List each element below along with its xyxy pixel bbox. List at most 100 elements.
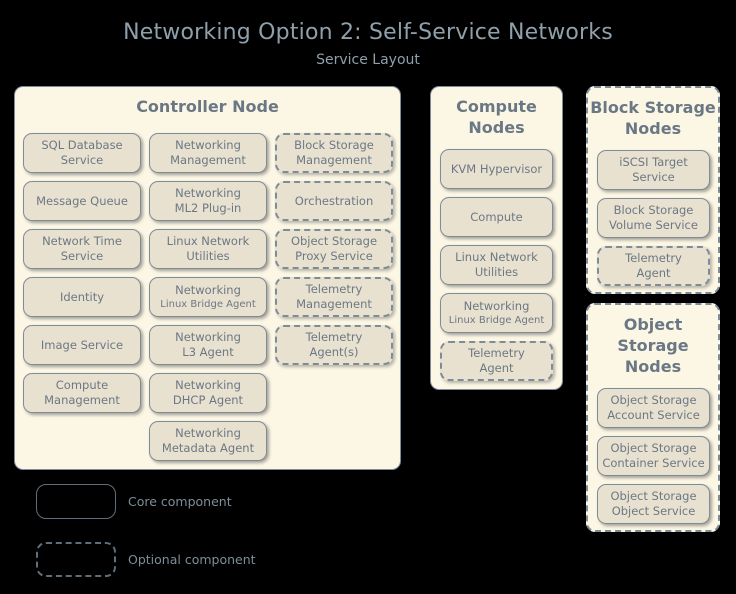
component-label-line1: Object Storage xyxy=(610,441,697,455)
component-label-line2: Linux Bridge Agent xyxy=(448,314,545,326)
component-label-line1: Networking xyxy=(175,282,241,297)
component-label-line2: Agent xyxy=(479,361,514,375)
component-label-line1: Block Storage xyxy=(613,203,694,217)
component-label-line1: Telemetry xyxy=(625,251,682,265)
component-label-line2: Account Service xyxy=(607,408,700,422)
component-label-line2: Proxy Service xyxy=(295,249,373,263)
component-label-line1: Networking xyxy=(175,186,241,200)
panel-object-storage-nodes-title-line2: Storage Nodes xyxy=(617,336,689,376)
component-label-line2: Management xyxy=(170,153,246,167)
component-label-line2: Linux Bridge Agent xyxy=(160,298,256,310)
panel-object-storage-nodes-title-line1: Object xyxy=(623,315,683,334)
legend-label-core: Core component xyxy=(128,494,232,509)
component-label-line1: Orchestration xyxy=(294,193,374,208)
panel-object-storage-nodes-title: Object Storage Nodes xyxy=(588,305,718,382)
component-label-line2: Metadata Agent xyxy=(161,441,255,455)
panel-block-storage-nodes-title-line2: Nodes xyxy=(624,119,682,138)
component-label-line1: Telemetry xyxy=(305,330,363,344)
component-label-line2: Object Service xyxy=(611,504,696,518)
component-label-line1: Identity xyxy=(59,289,105,304)
component-label-line2: Container Service xyxy=(602,456,705,470)
panel-block-storage-nodes-title: Block Storage Nodes xyxy=(588,88,718,144)
component-label-line2: Volume Service xyxy=(609,218,698,232)
component-label-line2: Management xyxy=(296,153,372,167)
component-label-line2: Service xyxy=(632,170,675,184)
component-label-line1: Network Time xyxy=(42,234,122,248)
component-compute[interactable]: Compute xyxy=(440,197,553,237)
legend-swatch-core xyxy=(36,484,116,519)
component-label-line1: Networking xyxy=(175,330,241,344)
component-label-line1: Object Storage xyxy=(610,393,697,407)
component-label-line1: Telemetry xyxy=(305,282,363,296)
component-label-line1: Object Storage xyxy=(610,489,697,503)
component-label-line1: Networking xyxy=(463,298,530,313)
component-orchestration[interactable]: Orchestration xyxy=(275,181,393,221)
panel-compute-nodes-title: Compute Nodes xyxy=(431,87,562,143)
component-label-line1: Message Queue xyxy=(36,193,128,208)
component-label-line1: Block Storage xyxy=(294,138,374,152)
panel-block-storage-nodes-title-line1: Block Storage xyxy=(590,98,716,117)
component-label-line1: Networking xyxy=(175,378,241,392)
component-label-line2: ML2 Plug-in xyxy=(174,201,242,215)
component-label-line1: Linux Network xyxy=(166,234,250,248)
page-title: Networking Option 2: Self-Service Networ… xyxy=(123,20,613,45)
component-kvm-hypervisor[interactable]: KVM Hypervisor xyxy=(440,149,553,189)
panel-controller-node-title: Controller Node xyxy=(136,97,279,116)
component-label-line2: Service xyxy=(60,153,104,167)
component-identity[interactable]: Identity xyxy=(23,277,141,317)
legend-row-optional: Optional component xyxy=(36,542,336,582)
component-label-line1: Networking xyxy=(175,426,241,440)
component-label-line2: Utilities xyxy=(474,265,519,279)
component-label-line1: Object Storage xyxy=(290,234,378,248)
component-image-service[interactable]: Image Service xyxy=(23,325,141,365)
component-label-line2: Service xyxy=(60,249,104,263)
component-label-line2: Management xyxy=(296,297,372,311)
component-label-line1: Compute xyxy=(55,378,109,392)
component-label-line2: Agent xyxy=(636,266,671,280)
legend-swatch-optional xyxy=(36,542,116,577)
title-block: Networking Option 2: Self-Service Networ… xyxy=(0,20,736,69)
component-label-line2: Utilities xyxy=(186,249,230,263)
component-label-line1: Linux Network xyxy=(455,250,538,264)
component-message-queue[interactable]: Message Queue xyxy=(23,181,141,221)
legend-row-core: Core component xyxy=(36,484,336,524)
panel-compute-nodes-title-line2: Nodes xyxy=(468,118,525,137)
component-label-line1: Image Service xyxy=(40,337,124,352)
component-label-line2: L3 Agent xyxy=(182,345,234,359)
legend-label-optional: Optional component xyxy=(128,552,256,567)
component-label-line1: Networking xyxy=(175,138,241,152)
page-subtitle: Service Layout xyxy=(316,52,420,68)
